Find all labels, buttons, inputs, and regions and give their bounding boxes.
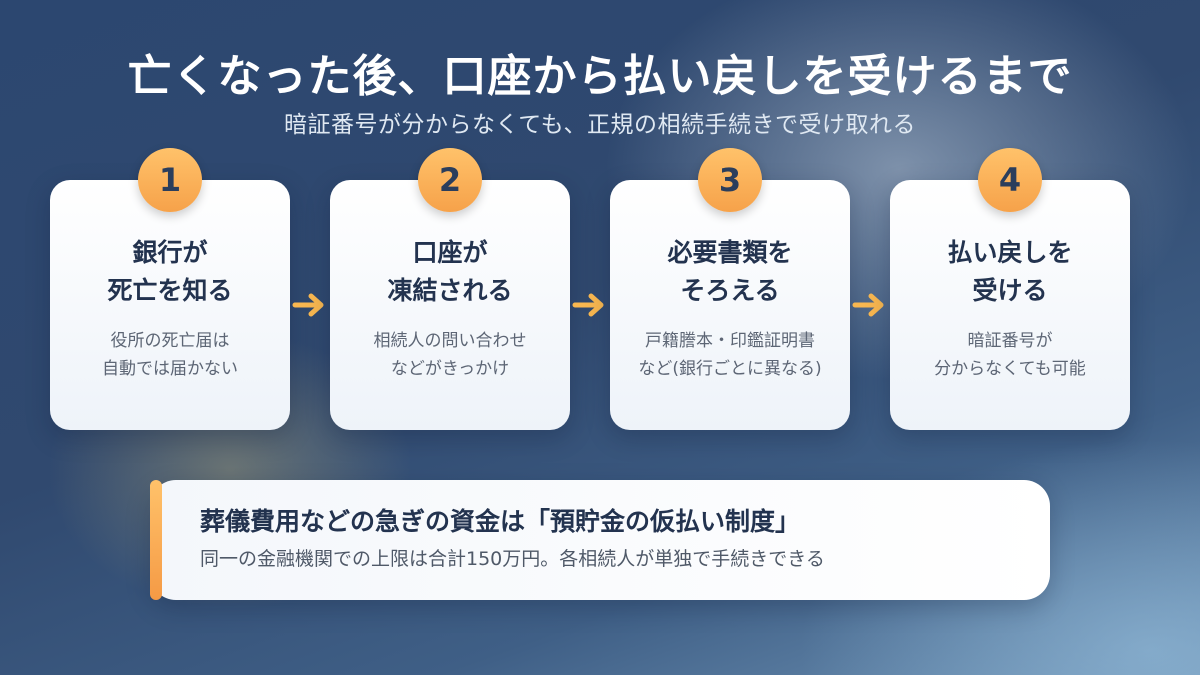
step-description: 戸籍謄本・印鑑証明書 など(銀行ごとに異なる) (610, 327, 850, 383)
step-title: 必要書類を そろえる (610, 234, 850, 310)
step-description: 暗証番号が 分からなくても可能 (890, 327, 1130, 383)
page-subtitle: 暗証番号が分からなくても、正規の相続手続きで受け取れる (284, 112, 916, 138)
step-desc-line: 役所の死亡届は (110, 331, 230, 351)
note-accent-bar (150, 480, 162, 600)
note-title: 葬儀費用などの急ぎの資金は「預貯金の仮払い制度」 (200, 507, 801, 536)
arrow-right-icon (852, 293, 884, 317)
step-title-line: 払い戻しを (947, 238, 1073, 267)
step-title-line: 銀行が (132, 238, 208, 267)
step-number-badge: 2 (418, 148, 482, 212)
arrow-right-icon (292, 293, 324, 317)
step-desc-line: など(銀行ごとに異なる) (638, 359, 822, 379)
step-title: 銀行が 死亡を知る (50, 234, 290, 310)
step-desc-line: 自動では届かない (102, 359, 238, 379)
step-description: 役所の死亡届は 自動では届かない (50, 327, 290, 383)
step-description: 相続人の問い合わせ などがきっかけ (330, 327, 570, 383)
step-title-line: 必要書類を (667, 238, 793, 267)
step-desc-line: 分からなくても可能 (934, 359, 1086, 379)
step-desc-line: 相続人の問い合わせ (373, 331, 527, 351)
page-title: 亡くなった後、口座から払い戻しを受けるまで (127, 51, 1073, 102)
step-title: 払い戻しを 受ける (890, 234, 1130, 310)
step-card-2: 2 口座が 凍結される 相続人の問い合わせ などがきっかけ (330, 148, 570, 430)
step-title-line: 死亡を知る (107, 276, 233, 305)
step-number-badge: 3 (698, 148, 762, 212)
step-number-badge: 4 (978, 148, 1042, 212)
step-title-line: 受ける (972, 276, 1048, 305)
step-desc-line: 暗証番号が (967, 331, 1053, 351)
step-title: 口座が 凍結される (330, 234, 570, 310)
step-title-line: 口座が (412, 238, 488, 267)
step-number-badge: 1 (138, 148, 202, 212)
step-card-4: 4 払い戻しを 受ける 暗証番号が 分からなくても可能 (890, 148, 1130, 430)
note-box: 葬儀費用などの急ぎの資金は「預貯金の仮払い制度」 同一の金融機関での上限は合計1… (150, 480, 1050, 600)
arrow-right-icon (572, 293, 604, 317)
step-desc-line: 戸籍謄本・印鑑証明書 (645, 331, 815, 351)
step-card-1: 1 銀行が 死亡を知る 役所の死亡届は 自動では届かない (50, 148, 290, 430)
step-title-line: そろえる (680, 276, 780, 305)
note-text: 同一の金融機関での上限は合計150万円。各相続人が単独で手続きできる (200, 548, 825, 570)
step-card-3: 3 必要書類を そろえる 戸籍謄本・印鑑証明書 など(銀行ごとに異なる) (610, 148, 850, 430)
step-desc-line: などがきっかけ (390, 359, 510, 379)
step-title-line: 凍結される (387, 276, 513, 305)
